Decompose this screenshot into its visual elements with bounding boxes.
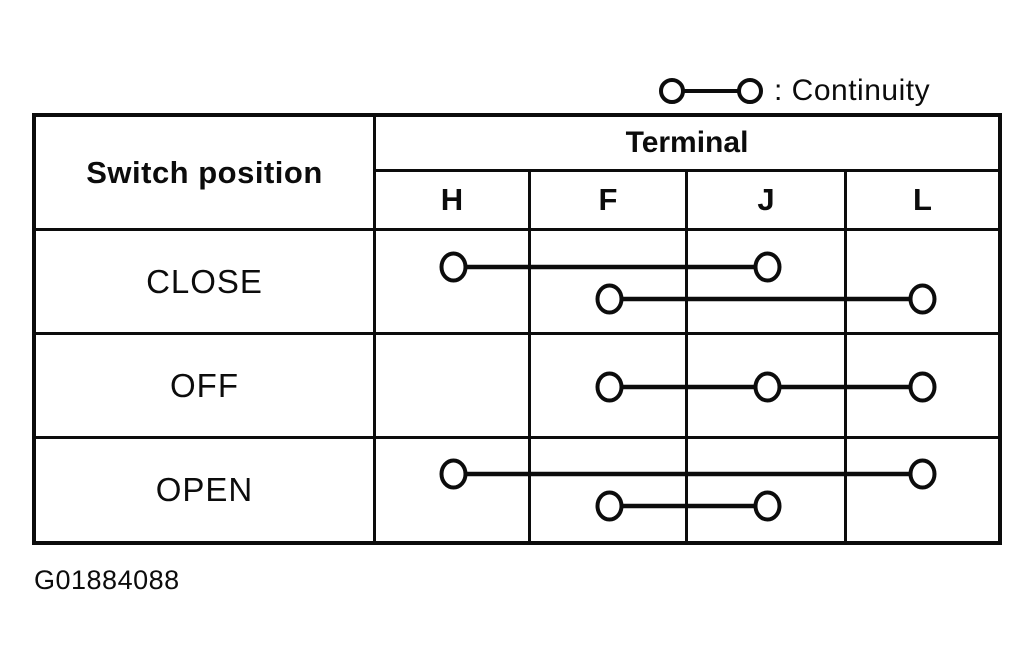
cell-close-j (688, 231, 847, 335)
cell-off-l (847, 335, 998, 439)
terminal-col-f: F (531, 172, 688, 231)
cell-off-f (531, 335, 688, 439)
cell-open-l (847, 439, 998, 541)
cell-off-h (376, 335, 531, 439)
cell-open-j (688, 439, 847, 541)
row-label-off: OFF (36, 335, 376, 439)
switch-position-header: Switch position (36, 117, 376, 231)
terminal-col-h: H (376, 172, 531, 231)
row-label-close: CLOSE (36, 231, 376, 335)
cell-close-f (531, 231, 688, 335)
continuity-symbol-icon (659, 78, 763, 104)
terminal-col-l: L (847, 172, 998, 231)
figure-id: G01884088 (34, 565, 180, 595)
cell-open-f (531, 439, 688, 541)
row-label-open: OPEN (36, 439, 376, 541)
legend-label: : Continuity (774, 74, 931, 107)
terminal-col-j: J (688, 172, 847, 231)
terminal-header: Terminal (376, 117, 998, 172)
cell-close-l (847, 231, 998, 335)
cell-open-h (376, 439, 531, 541)
cell-off-j (688, 335, 847, 439)
cell-close-h (376, 231, 531, 335)
continuity-legend: : Continuity (658, 68, 930, 114)
continuity-table: Switch position Terminal H F J L CLOSE O… (32, 113, 1002, 545)
